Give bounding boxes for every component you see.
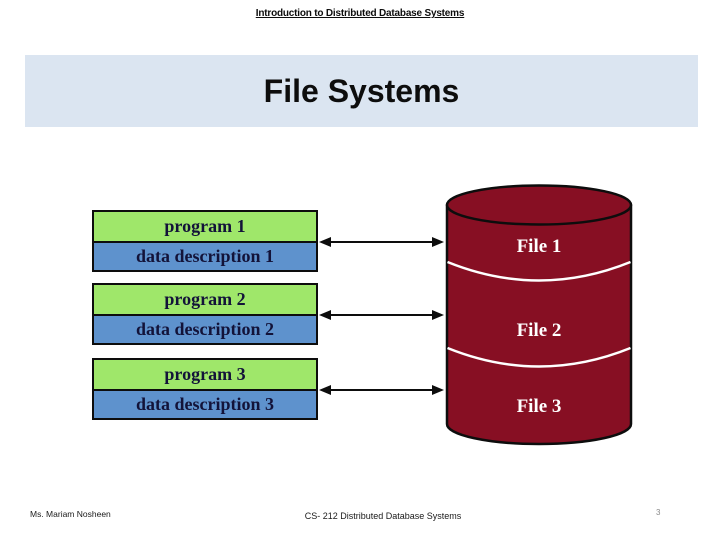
program-data-pair-1: program 1 data description 1 <box>92 210 318 272</box>
program-box-1: program 1 <box>94 212 316 243</box>
program-data-pair-2: program 2 data description 2 <box>92 283 318 345</box>
cylinder-divider-arc-1 <box>447 260 631 282</box>
connector-arrow-3 <box>319 385 444 395</box>
file-section-label-1: File 1 <box>516 236 562 257</box>
data-description-box-2: data description 2 <box>94 316 316 343</box>
header-title: Introduction to Distributed Database Sys… <box>255 8 465 19</box>
database-cylinder-body <box>445 203 633 446</box>
title-banner: File Systems <box>25 55 698 127</box>
database-cylinder-top <box>445 184 633 226</box>
connector-arrow-2 <box>319 310 444 320</box>
page-number: 3 <box>656 508 661 517</box>
page-title: File Systems <box>263 73 460 109</box>
connector-arrow-1 <box>319 237 444 247</box>
cylinder-divider-arc-2 <box>447 346 631 368</box>
data-description-box-3: data description 3 <box>94 391 316 418</box>
footer-course: CS- 212 Distributed Database Systems <box>304 511 462 521</box>
program-box-3: program 3 <box>94 360 316 391</box>
program-box-2: program 2 <box>94 285 316 316</box>
file-section-label-3: File 3 <box>516 396 562 417</box>
file-section-label-2: File 2 <box>516 320 562 341</box>
data-description-box-1: data description 1 <box>94 243 316 270</box>
footer-author: Ms. Mariam Nosheen <box>30 509 111 519</box>
program-data-pair-3: program 3 data description 3 <box>92 358 318 420</box>
